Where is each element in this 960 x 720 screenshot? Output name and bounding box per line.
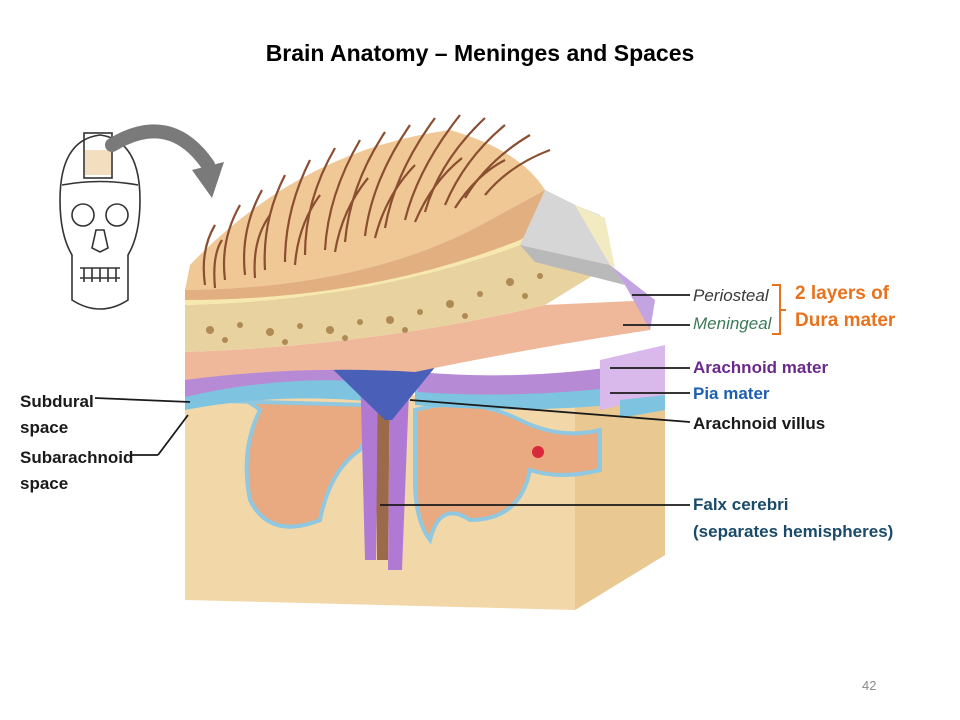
label-dura-line2: Dura mater — [795, 310, 896, 331]
hair — [202, 114, 551, 289]
label-periosteal: Periosteal — [693, 286, 769, 305]
label-pia-mater: Pia mater — [693, 384, 770, 403]
label-arachnoid-villus: Arachnoid villus — [693, 414, 826, 433]
label-meningeal: Meningeal — [693, 314, 772, 333]
label-subdural-line2: space — [20, 418, 69, 437]
label-falx-line1: Falx cerebri — [693, 495, 789, 514]
blood-vessel — [532, 446, 544, 458]
label-arachnoid-mater: Arachnoid mater — [693, 358, 829, 377]
dura-meningeal-layer — [185, 300, 655, 380]
label-subdural-line1: Subdural — [20, 392, 94, 411]
dura-bracket — [772, 284, 786, 335]
label-subarachnoid-line1: Subarachnoid — [20, 448, 134, 467]
label-falx-line2: (separates hemispheres) — [693, 522, 894, 541]
leader-lines — [94, 294, 691, 506]
cortex-folds — [189, 392, 602, 545]
skull-bone — [185, 245, 610, 352]
label-subarachnoid-line2: space — [20, 474, 69, 493]
periosteum-gray — [520, 245, 625, 285]
bone-spongy-pattern — [206, 273, 543, 345]
slide-number: 42 — [862, 678, 877, 693]
arrow-icon — [105, 124, 224, 198]
skull-thumbnail — [59, 132, 141, 310]
slide-title: Brain Anatomy – Meninges and Spaces — [265, 40, 695, 66]
skull-highlight — [85, 150, 111, 175]
scalp — [185, 130, 545, 290]
label-dura-line1: 2 layers of — [795, 283, 889, 304]
